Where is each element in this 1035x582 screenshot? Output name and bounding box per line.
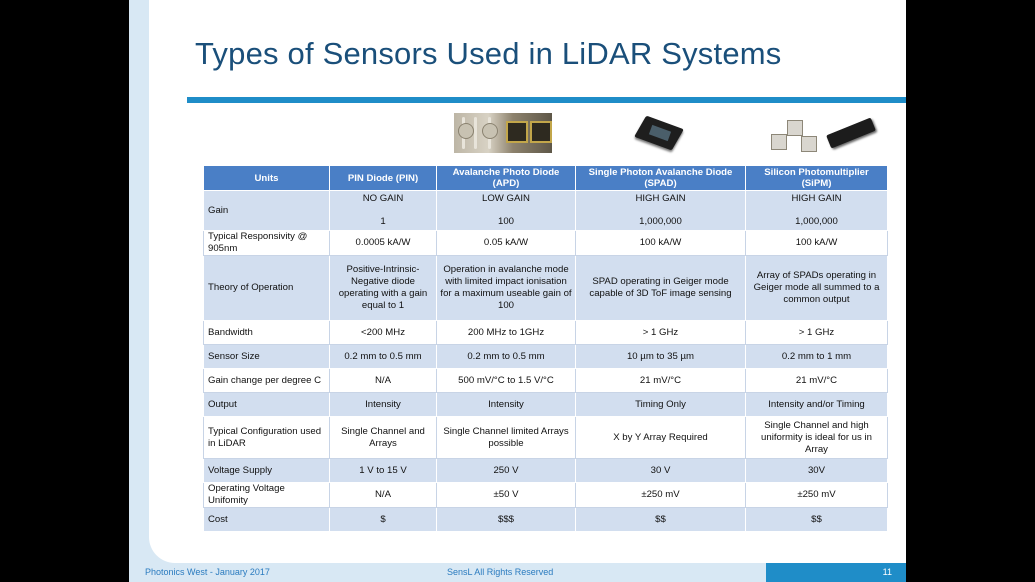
cell-apd: 0.2 mm to 0.5 mm [436, 344, 576, 369]
gain-level: HIGH GAIN [635, 193, 686, 204]
gain-level: LOW GAIN [482, 193, 530, 204]
cell-pin: 0.0005 kA/W [329, 230, 437, 256]
row-label: Gain [203, 190, 330, 231]
cell-spad: 30 V [575, 458, 746, 483]
cell-apd: 0.05 kA/W [436, 230, 576, 256]
cell-pin: <200 MHz [329, 320, 437, 345]
table-row-bandwidth: Bandwidth <200 MHz 200 MHz to 1GHz > 1 G… [203, 320, 888, 345]
row-label: Typical Configuration used in LiDAR [203, 416, 330, 459]
gain-cell-spad: HIGH GAIN 1,000,000 [575, 190, 746, 231]
table-row-output: Output Intensity Intensity Timing Only I… [203, 392, 888, 417]
cell-sipm: ±250 mV [745, 482, 888, 508]
table-row-voltage-uniformity: Operating Voltage Unifomity N/A ±50 V ±2… [203, 482, 888, 508]
cell-sipm: $$ [745, 507, 888, 532]
row-label: Output [203, 392, 330, 417]
cell-apd: $$$ [436, 507, 576, 532]
table-row-theory: Theory of Operation Positive-Intrinsic-N… [203, 255, 888, 321]
cell-spad: > 1 GHz [575, 320, 746, 345]
cell-apd: Operation in avalanche mode with limited… [436, 255, 576, 321]
footer-copyright: SensL All Rights Reserved [447, 567, 554, 577]
row-label: Sensor Size [203, 344, 330, 369]
table-row-voltage-supply: Voltage Supply 1 V to 15 V 250 V 30 V 30… [203, 458, 888, 483]
header-units: Units [203, 165, 330, 191]
row-label: Typical Responsivity @ 905nm [203, 230, 330, 256]
cell-apd: Single Channel limited Arrays possible [436, 416, 576, 459]
cell-spad: ±250 mV [575, 482, 746, 508]
cell-apd: 500 mV/°C to 1.5 V/°C [436, 368, 576, 393]
cell-apd: Intensity [436, 392, 576, 417]
cell-spad: 21 mV/°C [575, 368, 746, 393]
cell-sipm: Array of SPADs operating in Geiger mode … [745, 255, 888, 321]
cell-sipm: 30V [745, 458, 888, 483]
cell-pin: Positive-Intrinsic-Negative diode operat… [329, 255, 437, 321]
spad-photo [634, 115, 685, 151]
cell-spad: $$ [575, 507, 746, 532]
cell-pin: 0.2 mm to 0.5 mm [329, 344, 437, 369]
row-label: Voltage Supply [203, 458, 330, 483]
title-divider [187, 97, 906, 103]
cell-apd: 200 MHz to 1GHz [436, 320, 576, 345]
header-sipm: Silicon Photomultiplier (SiPM) [745, 165, 888, 191]
header-pin: PIN Diode (PIN) [329, 165, 437, 191]
cell-pin: $ [329, 507, 437, 532]
row-label: Theory of Operation [203, 255, 330, 321]
footer-page-box: 11 [766, 563, 906, 582]
cell-spad: 10 µm to 35 µm [575, 344, 746, 369]
cell-apd: ±50 V [436, 482, 576, 508]
row-label: Gain change per degree C [203, 368, 330, 393]
table-row-cost: Cost $ $$$ $$ $$ [203, 507, 888, 532]
cell-sipm: Single Channel and high uniformity is id… [745, 416, 888, 459]
row-label: Bandwidth [203, 320, 330, 345]
slide-title: Types of Sensors Used in LiDAR Systems [195, 36, 782, 71]
table-header-row: Units PIN Diode (PIN) Avalanche Photo Di… [203, 165, 888, 191]
gain-value: 1,000,000 [639, 216, 682, 227]
cell-sipm: 21 mV/°C [745, 368, 888, 393]
cell-pin: Single Channel and Arrays [329, 416, 437, 459]
gain-cell-pin: NO GAIN 1 [329, 190, 437, 231]
slide-footer: Photonics West - January 2017 SensL All … [129, 563, 906, 582]
slide-frame: Types of Sensors Used in LiDAR Systems U… [129, 0, 906, 582]
header-apd: Avalanche Photo Diode (APD) [436, 165, 576, 191]
cell-pin: Intensity [329, 392, 437, 417]
table-row-responsivity: Typical Responsivity @ 905nm 0.0005 kA/W… [203, 230, 888, 256]
gain-level: HIGH GAIN [791, 193, 842, 204]
footer-event: Photonics West - January 2017 [145, 567, 270, 577]
gain-value: 1 [380, 216, 386, 227]
table-row-gain: Gain NO GAIN 1 LOW GAIN 100 HIGH GAIN 1,000… [203, 190, 888, 231]
table-row-gain-change: Gain change per degree C N/A 500 mV/°C t… [203, 368, 888, 393]
cell-spad: X by Y Array Required [575, 416, 746, 459]
cell-sipm: 100 kA/W [745, 230, 888, 256]
cell-sipm: > 1 GHz [745, 320, 888, 345]
cell-spad: SPAD operating in Geiger mode capable of… [575, 255, 746, 321]
cell-pin: N/A [329, 482, 437, 508]
gain-level: NO GAIN [362, 193, 404, 204]
cell-pin: 1 V to 15 V [329, 458, 437, 483]
gain-value: 100 [497, 216, 514, 227]
cell-spad: 100 kA/W [575, 230, 746, 256]
gain-cell-sipm: HIGH GAIN 1,000,000 [745, 190, 888, 231]
slide-content: Types of Sensors Used in LiDAR Systems U… [149, 0, 906, 563]
gain-value: 1,000,000 [795, 216, 838, 227]
header-spad: Single Photon Avalanche Diode (SPAD) [575, 165, 746, 191]
sensor-comparison-table: Units PIN Diode (PIN) Avalanche Photo Di… [203, 165, 888, 532]
apd-photo [454, 113, 552, 153]
cell-apd: 250 V [436, 458, 576, 483]
row-label: Cost [203, 507, 330, 532]
cell-pin: N/A [329, 368, 437, 393]
page-number: 11 [882, 567, 892, 577]
table-row-configuration: Typical Configuration used in LiDAR Sing… [203, 416, 888, 459]
sipm-photo [769, 110, 877, 156]
cell-sipm: 0.2 mm to 1 mm [745, 344, 888, 369]
table-row-sensor-size: Sensor Size 0.2 mm to 0.5 mm 0.2 mm to 0… [203, 344, 888, 369]
cell-spad: Timing Only [575, 392, 746, 417]
gain-cell-apd: LOW GAIN 100 [436, 190, 576, 231]
row-label: Operating Voltage Unifomity [203, 482, 330, 508]
cell-sipm: Intensity and/or Timing [745, 392, 888, 417]
